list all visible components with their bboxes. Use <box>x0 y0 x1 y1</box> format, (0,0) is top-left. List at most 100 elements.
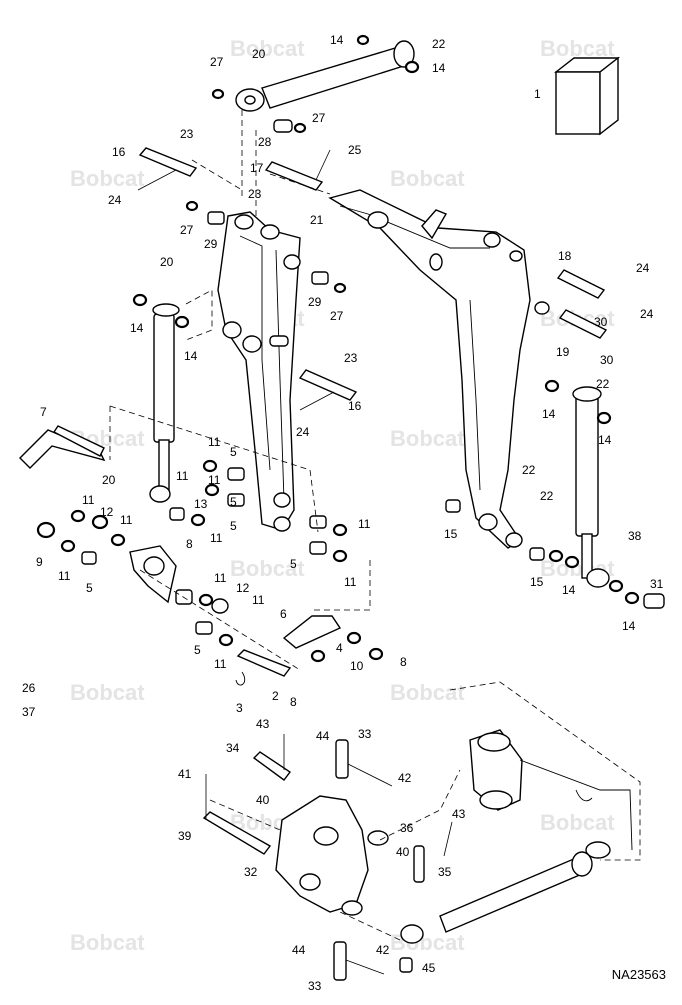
callout-c45: 45 <box>422 961 436 975</box>
bucket-linkage <box>36 521 229 614</box>
parts-kit-box <box>553 56 621 136</box>
callout-c26: 26 <box>22 681 36 695</box>
callout-c37: 37 <box>22 705 36 719</box>
watermark-logo: Bobcat <box>230 556 305 581</box>
callout-c29a: 29 <box>204 237 218 251</box>
callout-c14f: 14 <box>598 433 612 447</box>
callout-c4: 4 <box>336 641 343 655</box>
callout-c42a: 42 <box>398 771 412 785</box>
callout-c8b: 8 <box>400 655 407 669</box>
callout-c18: 18 <box>558 249 572 263</box>
callout-c40b: 40 <box>396 845 410 859</box>
pivot-pin-17 <box>264 149 331 191</box>
callout-c10: 10 <box>350 659 364 673</box>
callout-c14d: 14 <box>184 349 198 363</box>
callout-c33b: 33 <box>308 979 322 993</box>
callout-c13: 13 <box>194 497 208 511</box>
callout-c5d: 5 <box>290 557 297 571</box>
callout-c1: 1 <box>534 87 541 101</box>
callout-c16a: 16 <box>112 145 126 159</box>
drawing-number: NA23563 <box>611 967 666 982</box>
callout-c12b: 12 <box>236 581 250 595</box>
callout-c8a: 8 <box>186 537 193 551</box>
callout-c28: 28 <box>258 135 272 149</box>
callout-c23b: 23 <box>248 187 262 201</box>
pivot-pin-upper-left <box>137 147 198 191</box>
callout-c22b: 22 <box>596 377 610 391</box>
callout-c31: 31 <box>650 577 664 591</box>
callout-c2: 2 <box>272 689 279 703</box>
callout-c39: 39 <box>178 829 192 843</box>
callout-c14g: 14 <box>562 583 576 597</box>
callout-c42b: 42 <box>376 943 390 957</box>
callout-c14c: 14 <box>130 321 144 335</box>
callout-c29b: 29 <box>308 295 322 309</box>
callout-c11b: 11 <box>176 469 189 483</box>
callout-c20a: 20 <box>252 47 266 61</box>
callout-c30a: 30 <box>594 315 608 329</box>
callout-c41: 41 <box>178 767 192 781</box>
callout-c11e: 11 <box>120 513 133 527</box>
callout-c33a: 33 <box>358 727 372 741</box>
callout-c27a: 27 <box>210 55 224 69</box>
watermark-logo: Bobcat <box>70 680 145 705</box>
callout-c11h: 11 <box>58 569 71 583</box>
callout-c27d: 27 <box>330 309 344 323</box>
callout-c5e: 5 <box>86 581 93 595</box>
callout-c22d: 22 <box>540 489 554 503</box>
callout-c17: 17 <box>250 161 264 175</box>
swing-cylinder <box>400 851 593 944</box>
boom-cylinder-top <box>211 34 420 134</box>
callout-c38: 38 <box>628 529 642 543</box>
callout-c44b: 44 <box>292 943 306 957</box>
callout-c25: 25 <box>348 143 362 157</box>
callout-c11g: 11 <box>210 531 223 545</box>
callout-c14h: 14 <box>622 619 636 633</box>
watermark-logo: Bobcat <box>390 166 465 191</box>
callout-c6: 6 <box>280 607 287 621</box>
swing-bracket <box>275 795 389 916</box>
callout-c43b: 43 <box>452 807 466 821</box>
watermark-logo: Bobcat <box>70 166 145 191</box>
link-7 <box>19 425 106 469</box>
callout-c15b: 15 <box>530 575 544 589</box>
callout-c7: 7 <box>40 405 47 419</box>
callout-c20c: 20 <box>102 473 116 487</box>
callout-c23c: 23 <box>344 351 358 365</box>
callout-c15a: 15 <box>444 527 458 541</box>
callout-c44a: 44 <box>316 729 330 743</box>
callout-c11f: 11 <box>358 517 371 531</box>
callout-c27c: 27 <box>180 223 194 237</box>
callout-c3: 3 <box>236 701 243 715</box>
callout-c8c: 8 <box>290 695 297 709</box>
callout-c24a: 24 <box>108 193 122 207</box>
watermark-logo: Bobcat <box>70 930 145 955</box>
callout-c5b: 5 <box>230 495 237 509</box>
boom-cylinder-right <box>544 379 665 609</box>
callout-c23a: 23 <box>180 127 194 141</box>
callout-c11j: 11 <box>344 575 357 589</box>
callout-c40a: 40 <box>256 793 270 807</box>
callout-c11a: 11 <box>208 435 221 449</box>
watermark-logo: Bobcat <box>230 36 305 61</box>
callout-c20b: 20 <box>160 255 174 269</box>
callout-c27b: 27 <box>312 111 326 125</box>
callout-c24b: 24 <box>636 261 650 275</box>
callout-c5f: 5 <box>194 643 201 657</box>
watermark-logo: Bobcat <box>390 426 465 451</box>
callout-c5c: 5 <box>230 519 237 533</box>
callout-c11c: 11 <box>208 473 221 487</box>
callout-c5a: 5 <box>230 445 237 459</box>
callout-c36: 36 <box>400 821 414 835</box>
dipper-cylinder <box>132 293 190 503</box>
callout-c30b: 30 <box>600 353 614 367</box>
callout-c43a: 43 <box>256 717 270 731</box>
callout-c34: 34 <box>226 741 240 755</box>
callout-c9: 9 <box>36 555 43 569</box>
callout-c11k: 11 <box>252 593 265 607</box>
callout-c16b: 16 <box>348 399 362 413</box>
watermark-logo: Bobcat <box>540 810 615 835</box>
